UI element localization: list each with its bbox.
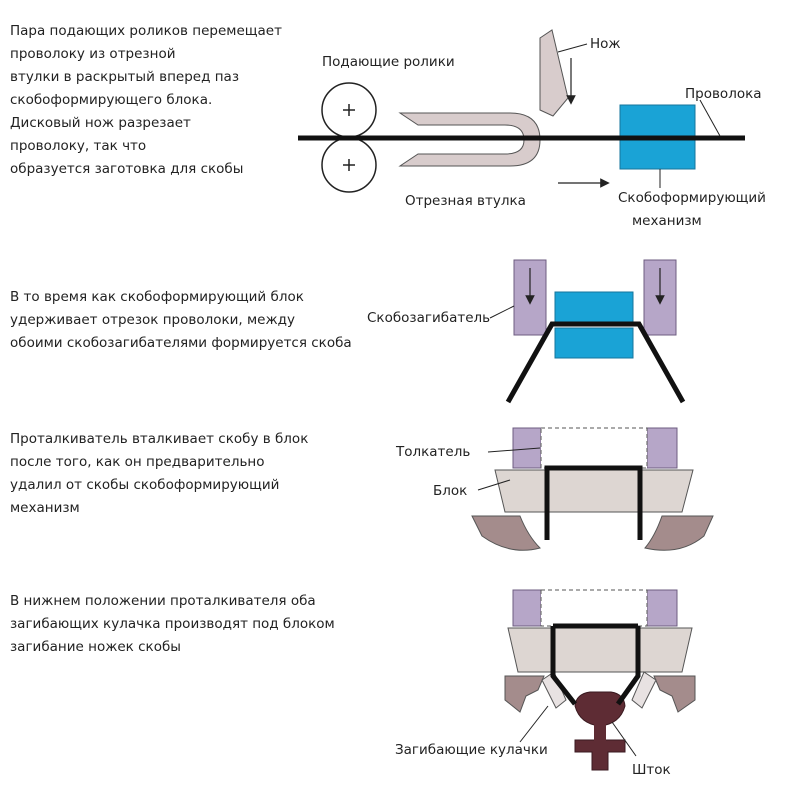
knife-label: Нож [590,36,621,52]
staple-left-leg [550,626,577,706]
step1-diagram: Подающие ролики Нож Проволока Отрезная в… [298,29,766,229]
block-label: Блок [433,483,467,499]
step1-description: Пара подающих роликов перемещает проволо… [10,23,282,177]
block [494,469,694,513]
left-support [504,675,545,713]
rollers-label: Подающие ролики [322,54,455,70]
right-bender [646,589,678,627]
mechanism-top [554,291,634,323]
mechanism-label-2: механизм [632,213,702,229]
roller-axle-icon [343,159,355,171]
rod [574,739,626,771]
rod-label: Шток [632,762,671,778]
block [507,627,693,673]
staple-right-leg [615,626,641,706]
cutting-bushing [398,112,541,167]
bender-label: Скобозагибатель [367,310,490,326]
roller-axle-icon [343,104,355,116]
pusher [540,427,648,469]
right-bending-cam [631,671,657,709]
step2-diagram: Скобозагибатель [367,259,686,404]
pusher-label: Толкатель [395,444,470,460]
step4-diagram: Загибающие кулачки Шток [395,589,696,778]
left-bending-cam [541,671,567,709]
cams-label: Загибающие кулачки [395,742,548,758]
step3-diagram: Толкатель Блок [395,427,714,551]
wire-label: Проволока [685,86,762,102]
mechanism-bottom [554,327,634,359]
rod-head [574,691,626,727]
left-bender [512,589,542,627]
right-support [644,515,714,551]
right-support [653,675,696,713]
step4-description: В нижнем положении проталкивателя оба за… [10,593,335,655]
step2-description: В то время как скобоформирующий блок уде… [10,289,352,351]
bushing-label: Отрезная втулка [405,193,526,209]
staple-wire [505,321,686,404]
staple [544,465,643,540]
mechanism-label: Скобоформирующий [618,190,766,206]
pusher [540,589,648,627]
left-support [471,515,541,551]
knife [539,29,569,117]
right-bender [646,427,678,469]
step3-description: Проталкиватель вталкивает скобу в блок п… [10,431,309,516]
